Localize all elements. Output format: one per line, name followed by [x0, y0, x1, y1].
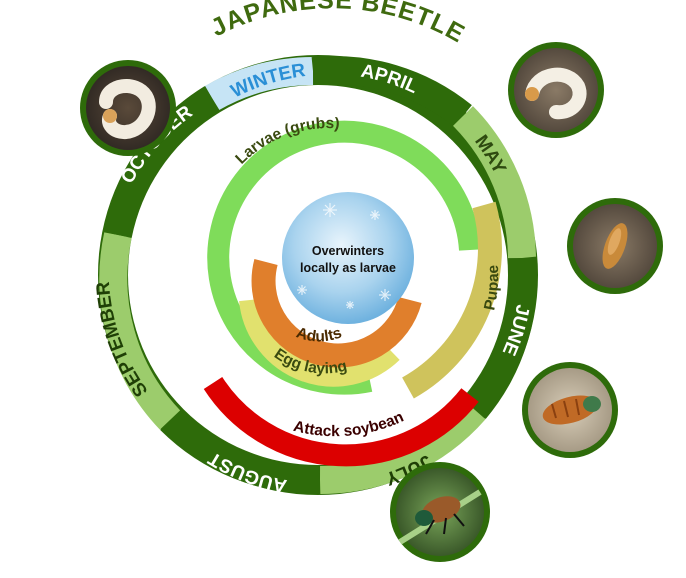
segment-october: [104, 86, 220, 238]
label-pupae: Pupae: [481, 264, 502, 312]
segment-winter: [205, 57, 314, 111]
diagram-title: JAPANESE BEETLE: [206, 0, 469, 49]
center-line-1: Overwinters: [312, 244, 384, 258]
segment-may: [452, 106, 536, 259]
label-adults: Adults: [294, 324, 344, 345]
grub-photo-icon: [80, 60, 176, 156]
segment-july: [319, 400, 486, 495]
beetle-photo-icon: [390, 462, 490, 562]
grub-photo-icon: [508, 42, 604, 138]
center-line-2: locally as larvae: [300, 261, 396, 275]
segment-august: [160, 409, 321, 495]
pupae-arc: [401, 201, 502, 399]
adults-arc: [251, 258, 422, 368]
pupa-photo-icon: [522, 362, 618, 458]
attack-soybean-band: [203, 376, 479, 467]
egg-laying-arc: [239, 298, 400, 387]
month-band: [99, 55, 537, 495]
segment-september: [99, 232, 181, 430]
pupa-photo-icon: [567, 198, 663, 294]
center-winter-circle: [282, 192, 414, 324]
segment-june: [464, 256, 537, 419]
segment-april: [311, 55, 472, 128]
snowflake-icons: [297, 203, 391, 309]
